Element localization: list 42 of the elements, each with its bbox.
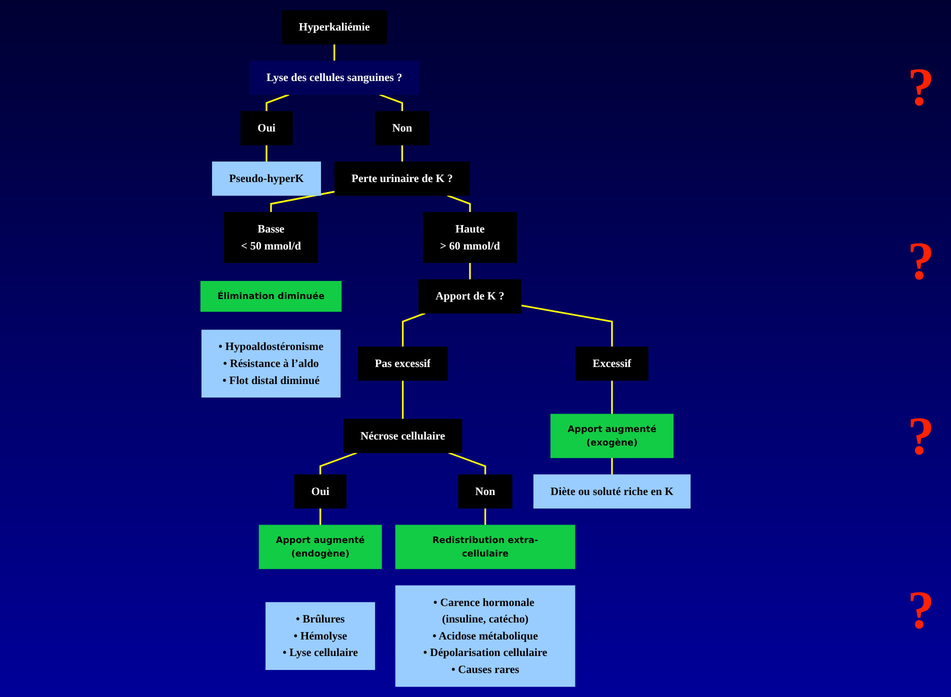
node-box: Basse < 50 mmol/d — [224, 212, 318, 264]
node-box: Non — [458, 474, 512, 509]
connector — [320, 508, 322, 526]
node-box: Apport augmenté (endogène) — [258, 524, 382, 570]
node-box: Oui — [294, 474, 346, 509]
node-box: Haute > 60 mmol/d — [422, 212, 518, 264]
connector — [334, 44, 336, 61]
connector — [266, 94, 290, 112]
node-box: Excessif — [576, 346, 648, 381]
connector — [447, 194, 471, 212]
connector — [266, 145, 268, 162]
node-box: Redistribution extra-cellulaire — [395, 524, 576, 570]
connector — [611, 380, 613, 414]
node-box: Pseudo-hyperK — [212, 162, 321, 196]
connector — [521, 304, 613, 347]
connector — [611, 458, 613, 475]
question-mark: ? — [908, 56, 934, 118]
question-mark: ? — [908, 578, 934, 641]
connector — [402, 380, 404, 420]
connector — [469, 262, 471, 280]
node-box: Élimination diminuée — [200, 280, 342, 312]
connector — [379, 94, 404, 112]
connector — [320, 452, 358, 475]
question-mark: ? — [908, 230, 934, 292]
connector — [448, 452, 486, 475]
node-box: Non — [375, 111, 430, 146]
node-box: Lyse des cellules sanguines ? — [249, 60, 420, 95]
question-mark: ? — [908, 404, 934, 467]
node-box: Apport de K ? — [418, 279, 522, 314]
node-box: Perte urinaire de K ? — [334, 162, 470, 196]
node-box: Nécrose cellulaire — [343, 418, 462, 454]
node-box: Apport augmenté (exogène) — [550, 414, 674, 458]
node-box: Diète ou soluté riche en K — [533, 474, 691, 509]
node-box: • Brûlures • Hémolyse • Lyse cellulaire — [266, 602, 376, 670]
connector — [484, 508, 486, 526]
node-box: • Carence hormonale (insuline, catécho) • Acidose métabolique • Dépolarisation cellulaire • Causes rares — [395, 585, 576, 687]
node-box: • Hypoaldostéronisme • Résistance à l’aldo • Flot distal diminué — [201, 330, 341, 398]
node-box: Hyperkaliémie — [282, 10, 387, 44]
connector — [401, 145, 404, 162]
node-box: Oui — [240, 111, 293, 146]
connector — [270, 190, 335, 212]
node-box: Pas excessif — [358, 346, 448, 381]
